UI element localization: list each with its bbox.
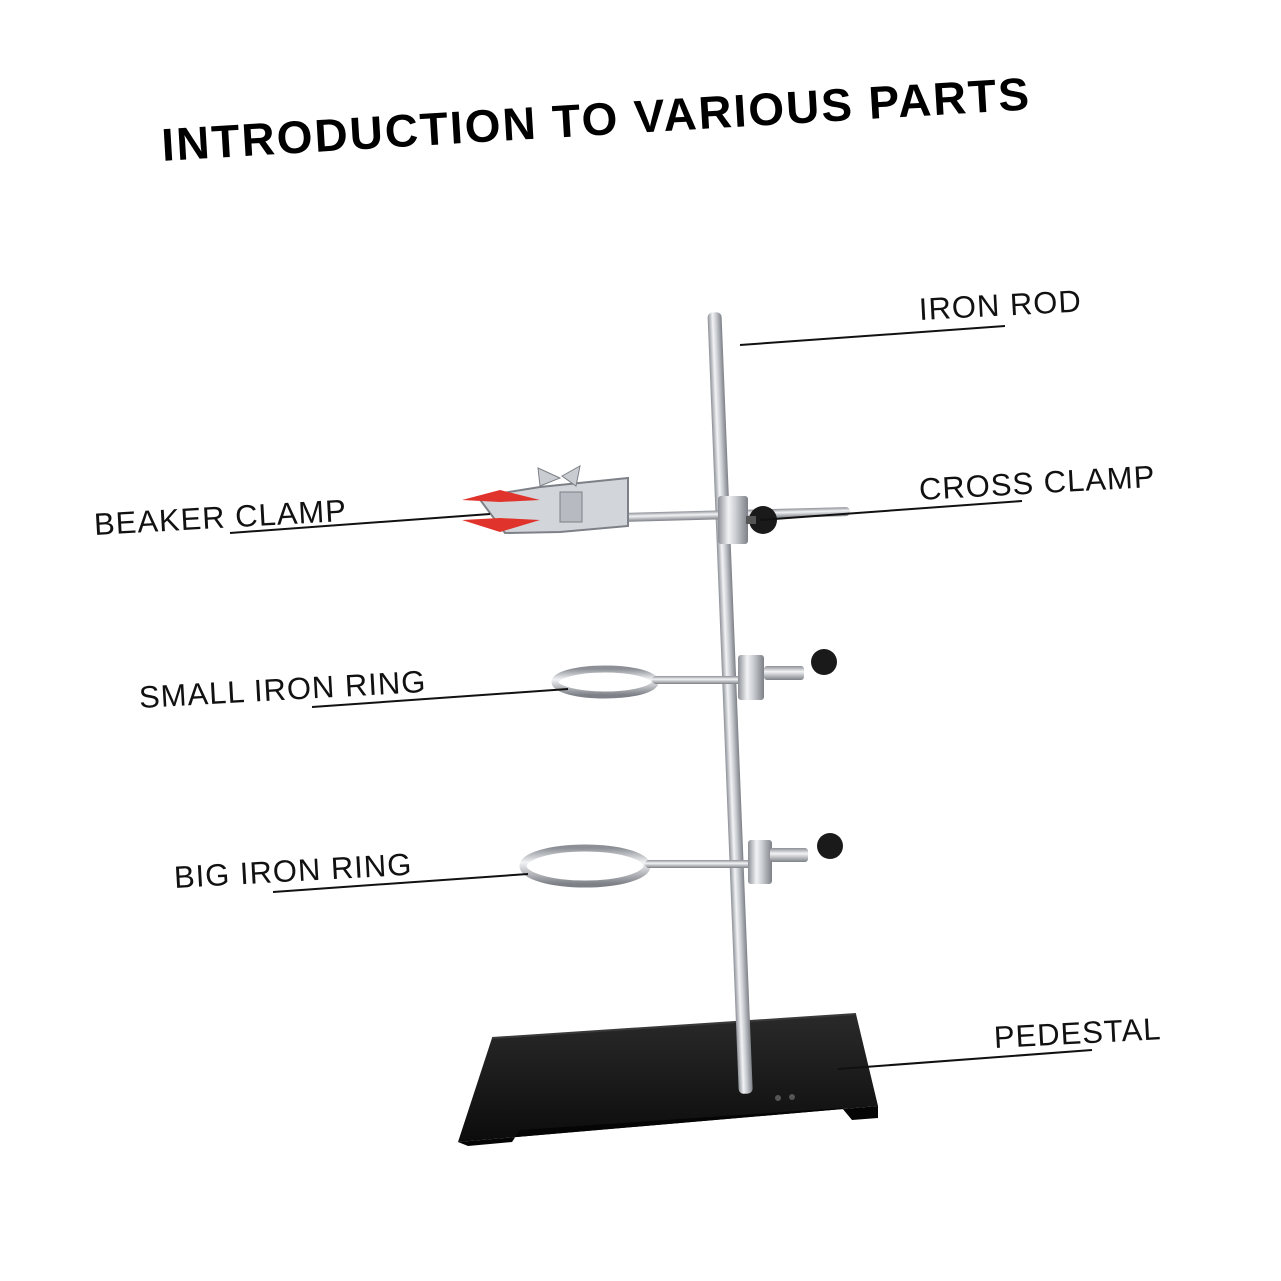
leader-line-beaker-clamp	[229, 513, 491, 534]
leader-lines	[229, 325, 1093, 1070]
pedestal	[458, 1013, 878, 1146]
big-iron-ring	[519, 833, 843, 888]
iron-rod	[707, 312, 753, 1094]
leader-line-pedestal	[837, 1049, 1093, 1070]
leader-line-cross-clamp	[759, 500, 1023, 521]
leader-line-big-iron-ring	[272, 873, 529, 893]
leader-line-small-iron-ring	[311, 688, 569, 708]
beaker-clamp	[462, 465, 850, 535]
leader-line-iron-rod	[739, 325, 1006, 346]
small-iron-ring	[551, 649, 837, 700]
